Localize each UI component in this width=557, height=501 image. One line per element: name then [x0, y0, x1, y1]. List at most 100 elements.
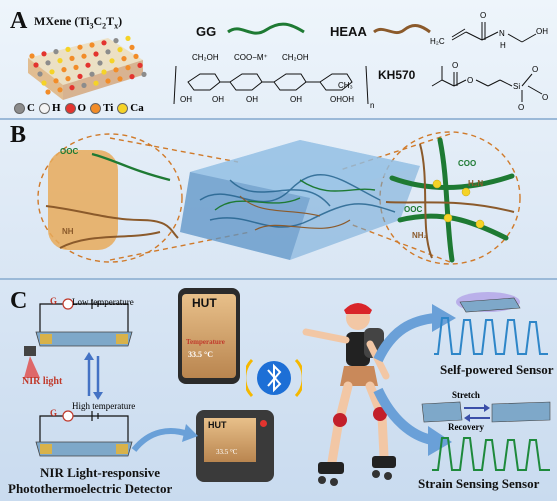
lattice-atom	[45, 89, 51, 95]
mxene-title: MXene (Ti3C2Tx)	[34, 14, 123, 31]
phone-temp-value: 33.5 °C	[188, 350, 213, 359]
stretch-label: Stretch	[452, 390, 480, 400]
nir-laser-icon	[24, 346, 40, 378]
lattice-atom	[121, 56, 127, 62]
heaa-chain-icon	[373, 24, 431, 35]
kh570-o1: O	[452, 61, 458, 70]
lattice-atom	[101, 69, 107, 75]
mxene-lattice-illustration	[28, 35, 147, 100]
legend-label: H	[51, 102, 61, 114]
gg-label: GG	[196, 24, 217, 39]
lattice-atom	[133, 53, 139, 59]
hydrogel-network-illustration: COO H₂N OOC NH₂ OOC NH	[37, 131, 521, 265]
lattice-atom	[65, 76, 71, 82]
heaa-h2c: H₂C	[430, 37, 445, 46]
stretch-recovery-graphic	[421, 401, 551, 423]
legend-label: C	[27, 102, 35, 114]
kh570-o2: O	[467, 76, 473, 85]
heaa-n: N	[499, 29, 505, 38]
divider-ab	[0, 118, 557, 120]
lattice-atom	[85, 62, 91, 68]
lattice-atom	[37, 71, 43, 77]
panel-b-ooc: OOC	[404, 205, 422, 214]
panel-b-coo: COO	[458, 159, 476, 168]
reader-led	[260, 420, 267, 427]
gg-structure: CH₂OH COO−M⁺ CH₂OH CH₃ OH OH OH OH OHOH …	[173, 53, 374, 110]
lattice-atom	[141, 71, 147, 77]
kh570-o5: O	[542, 93, 548, 102]
lattice-atom	[89, 71, 95, 77]
reader-value: 33.5 °C	[216, 448, 238, 456]
lattice-atom	[73, 64, 79, 70]
low-temp-label: Low temperature	[72, 297, 134, 307]
heaa-o: O	[480, 11, 486, 20]
lattice-atom	[29, 53, 35, 59]
lattice-atom	[129, 74, 135, 80]
roller-skater-illustration	[302, 303, 396, 486]
panel-a-label: A	[10, 8, 28, 34]
high-temp-g: G	[50, 408, 58, 418]
kh570-o4: O	[518, 103, 524, 112]
low-temp-circuit	[35, 298, 133, 347]
lattice-atom	[89, 42, 95, 48]
lattice-atom	[105, 78, 111, 84]
lattice-atom	[105, 49, 111, 55]
lattice-atom	[129, 44, 135, 50]
heaa-h: H	[500, 41, 506, 50]
gg-oh-3: OH	[246, 95, 258, 104]
panel-b-ooc-left: OOC	[60, 147, 78, 156]
phone-screen	[182, 294, 236, 378]
kh570-si: Si	[513, 82, 520, 91]
panel-b-nh-left: NH	[62, 227, 74, 236]
lattice-atom	[69, 85, 75, 91]
lattice-atom	[113, 38, 119, 44]
lattice-atom	[113, 67, 119, 73]
reader-brand: HUT	[208, 420, 227, 430]
lattice-atom	[57, 87, 63, 93]
lattice-atom	[61, 67, 67, 73]
gg-oh-1: OH	[180, 95, 192, 104]
phone-brand: HUT	[192, 296, 217, 310]
lattice-atom	[77, 44, 83, 50]
panel-b-nh2: NH₂	[412, 231, 428, 240]
heaa-structure: H₂C O N H OH	[430, 11, 548, 50]
lattice-atom	[97, 60, 103, 66]
panel-c-label: C	[10, 288, 28, 314]
legend-item-ca: Ca	[117, 102, 144, 114]
gg-ohoh: OHOH	[330, 95, 354, 104]
lattice-atom	[109, 58, 115, 64]
lattice-atom	[41, 80, 47, 86]
gg-n-subscript: n	[370, 101, 374, 110]
detector-caption-line1: NIR Light-responsive	[40, 465, 161, 480]
panel-b-h2n: H₂N	[468, 179, 483, 188]
gg-oh-2: OH	[212, 95, 224, 104]
lattice-atom	[117, 76, 123, 82]
phone-temp-label: Temperature	[186, 338, 225, 346]
lattice-atom	[53, 78, 59, 84]
lattice-atom	[101, 40, 107, 46]
bluetooth-icon	[246, 358, 302, 398]
kh570-o3: O	[532, 65, 538, 74]
heaa-oh: OH	[536, 27, 548, 36]
lattice-atom	[57, 58, 63, 64]
lattice-atom	[69, 55, 75, 61]
high-temp-circuit	[35, 410, 133, 457]
gg-ch2oh-1: CH₂OH	[192, 53, 219, 62]
gg-oh-4: OH	[290, 95, 302, 104]
smartphone: HUT Temperature 33.5 °C	[178, 288, 240, 384]
legend-label: Ti	[103, 102, 114, 114]
detector-caption-line2: Photothermoelectric Detector	[8, 481, 173, 496]
high-temp-label: High temperature	[72, 401, 136, 411]
lattice-atom	[65, 46, 71, 52]
lattice-atom	[45, 60, 51, 66]
strain-signal-waveform	[432, 437, 550, 471]
divider-bc	[0, 278, 557, 280]
lattice-atom	[49, 69, 55, 75]
lattice-atom	[93, 51, 99, 57]
handheld-reader: HUT 33.5 °C	[196, 410, 274, 482]
lattice-atom	[41, 51, 47, 57]
kh570-structure: O O Si O O O	[431, 61, 548, 112]
temp-switch-arrows	[84, 352, 103, 400]
